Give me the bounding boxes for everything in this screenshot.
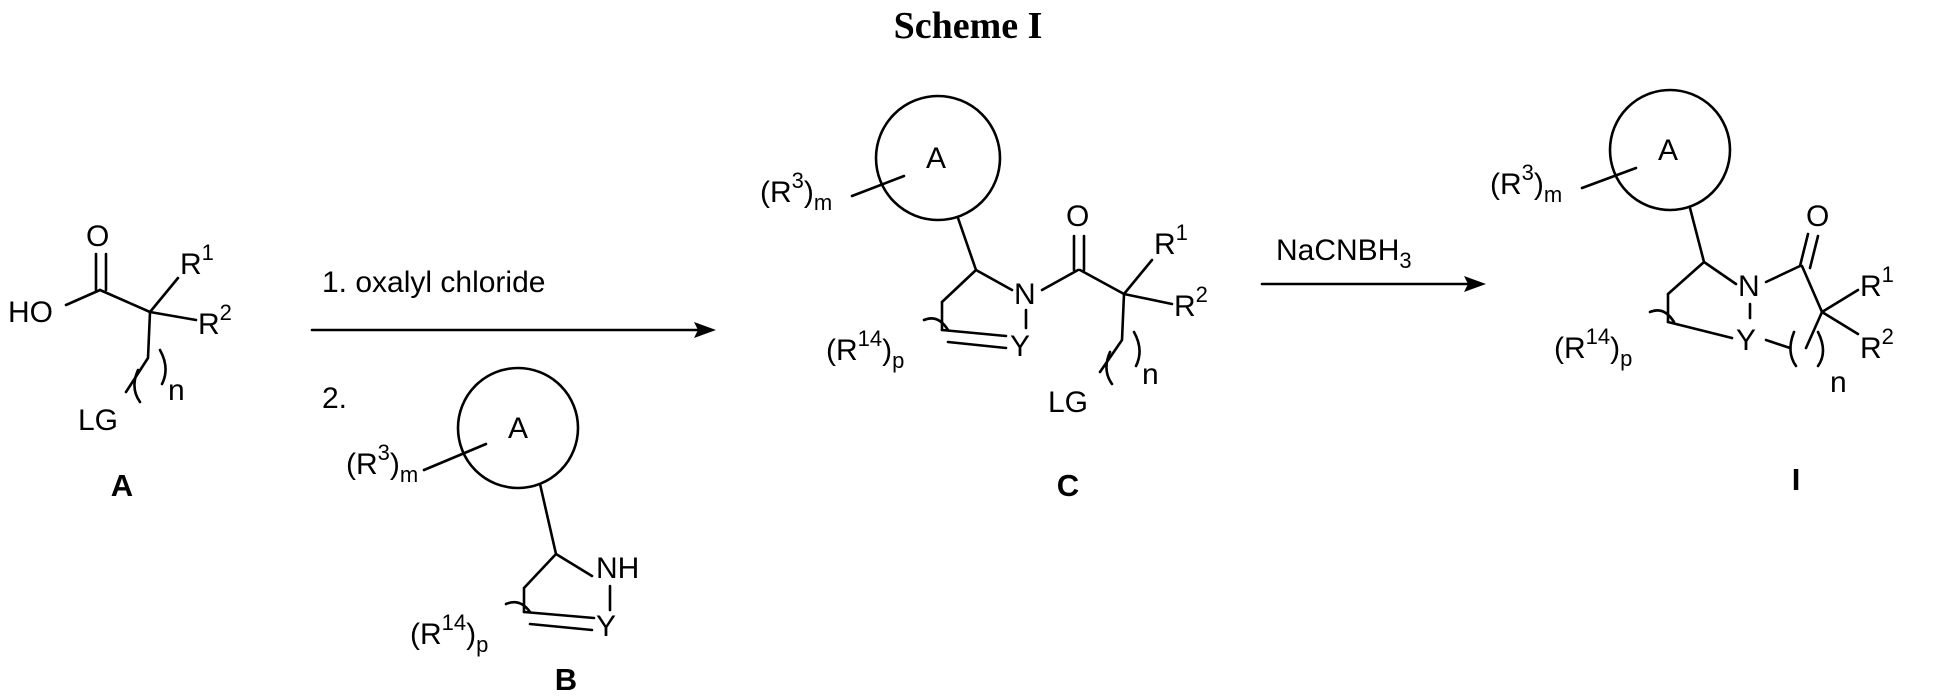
compound-b-bond-ch2 <box>524 554 556 588</box>
compound-c-label: C <box>1057 468 1079 503</box>
compound-c-r14-arc <box>924 318 948 330</box>
compound-i-bond-ring-close <box>1806 312 1822 348</box>
compound-i-bond-ring-c <box>1690 208 1704 262</box>
compound-a-label: A <box>111 468 133 503</box>
compound-c-r2: R2 <box>1174 282 1208 323</box>
compound-b-ring-label: A <box>508 412 528 445</box>
compound-i-oxygen: O <box>1806 200 1829 233</box>
compound-i-bond-ch2 <box>1668 262 1704 294</box>
compound-c-oxygen: O <box>1066 200 1089 233</box>
compound-i-r14: (R14)p <box>1554 324 1632 371</box>
scheme-title: Scheme I <box>894 5 1043 47</box>
compound-c-bond-n-co <box>1042 270 1078 290</box>
compound-a: O HO R1 R2 n LG A <box>8 220 232 503</box>
compound-i-bond-c-n <box>1704 262 1736 284</box>
compound-i-r14-arc <box>1650 310 1674 322</box>
compound-a-bond-alpha <box>100 290 150 312</box>
compound-b-r3: (R3)m <box>346 440 418 487</box>
compound-i-n: N <box>1738 270 1760 303</box>
compound-i-n-subscript: n <box>1830 366 1847 399</box>
compound-a-r1: R1 <box>180 240 214 281</box>
compound-i-bond-y-ch2 <box>1766 340 1790 348</box>
compound-c-r14: (R14)p <box>826 326 904 373</box>
compound-c-double-bond-2 <box>948 342 1006 348</box>
compound-c-chain <box>1100 294 1124 372</box>
compound-a-bracket-left <box>134 370 140 402</box>
compound-c-bond-r1 <box>1124 260 1152 294</box>
compound-i-y: Y <box>1736 324 1756 357</box>
compound-c-bond-ch2 <box>942 270 976 302</box>
compound-c-bond-r2 <box>1124 294 1172 304</box>
compound-c-bond-r3 <box>852 176 904 196</box>
reaction-arrow-1: 1. oxalyl chloride 2. <box>312 266 716 415</box>
compound-i-ring-label: A <box>1658 134 1678 167</box>
compound-i-bond-r3 <box>1582 168 1636 188</box>
arrow-1-step-1: 1. oxalyl chloride <box>322 266 545 299</box>
compound-i-bond-n-co <box>1766 266 1800 282</box>
compound-a-hydroxyl: HO <box>8 296 53 329</box>
compound-b-double-bond-1 <box>524 612 594 618</box>
compound-c-r1: R1 <box>1154 220 1188 261</box>
compound-c-ring-label: A <box>926 142 946 175</box>
compound-c-double-bond-1 <box>942 330 1006 336</box>
compound-b-label: B <box>555 662 577 697</box>
compound-b-r14: (R14)p <box>410 610 488 657</box>
compound-c-y: Y <box>1010 330 1030 363</box>
compound-a-bond-r2 <box>150 312 196 320</box>
compound-b-bond-r3 <box>424 444 486 470</box>
compound-b-bond-ring-c <box>540 484 556 554</box>
compound-a-bracket-right <box>160 350 166 384</box>
compound-c-bond-c-n <box>976 270 1012 290</box>
compound-c-r3: (R3)m <box>760 168 832 215</box>
compound-i-r3: (R3)m <box>1490 160 1562 207</box>
compound-a-n-subscript: n <box>168 374 185 407</box>
compound-b-double-bond-2 <box>530 624 592 630</box>
compound-c-leaving-group: LG <box>1048 386 1088 419</box>
compound-i-bond-r2 <box>1822 312 1858 334</box>
compound-a-r2: R2 <box>198 300 232 341</box>
compound-i-bond-c-y <box>1668 322 1732 338</box>
compound-b-bond-c-nh <box>556 554 592 576</box>
compound-a-oxygen: O <box>86 220 109 253</box>
compound-i: A (R3)m N Y (R14)p O R1 R2 n <box>1490 90 1894 497</box>
compound-i-bond-alpha <box>1802 266 1822 312</box>
compound-i-r2: R2 <box>1860 324 1894 365</box>
compound-c-bond-alpha <box>1080 270 1124 294</box>
compound-c-n-subscript: n <box>1142 358 1159 391</box>
compound-b-y: Y <box>596 610 616 643</box>
compound-c: A (R3)m N Y (R14)p O R1 R2 n <box>760 96 1208 503</box>
compound-i-carbonyl-bond-1 <box>1800 234 1808 266</box>
compound-c-n: N <box>1014 278 1036 311</box>
compound-i-bracket-left <box>1790 332 1796 366</box>
compound-b: A (R3)m NH Y (R14)p B <box>346 368 639 697</box>
reaction-arrow-2: NaCNBH3 <box>1262 234 1486 292</box>
compound-c-bracket-right <box>1134 332 1140 366</box>
compound-a-leaving-group: LG <box>78 404 118 437</box>
compound-i-label: I <box>1792 462 1801 497</box>
compound-a-chain <box>126 312 150 392</box>
compound-i-carbonyl-bond-2 <box>1810 236 1818 268</box>
arrow-2-reagent: NaCNBH3 <box>1276 234 1412 273</box>
compound-a-bond-r1 <box>150 278 178 312</box>
compound-b-nh: NH <box>596 552 639 585</box>
compound-c-bond-ring-c <box>958 218 976 270</box>
compound-i-bond-r1 <box>1822 290 1858 312</box>
compound-i-bracket-right <box>1818 332 1823 366</box>
arrow-1-step-2: 2. <box>322 382 347 415</box>
compound-i-r1: R1 <box>1860 262 1894 303</box>
compound-b-r14-arc <box>506 602 530 612</box>
compound-a-bond-oh <box>66 290 100 305</box>
